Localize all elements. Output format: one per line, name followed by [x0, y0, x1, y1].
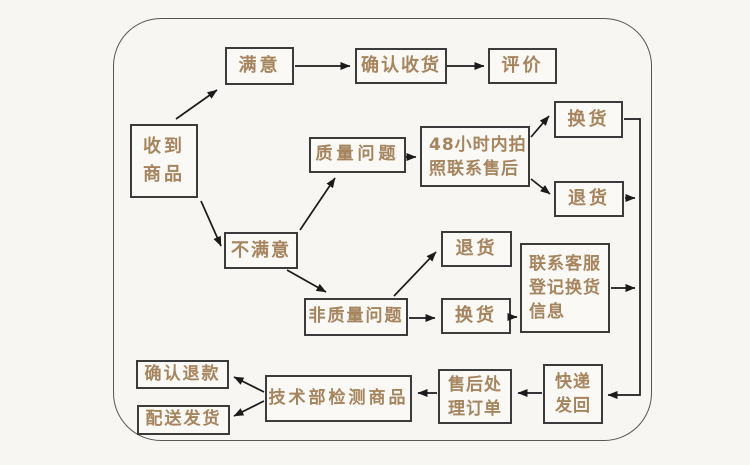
node-return-quality: 退货	[554, 181, 624, 217]
node-non-quality-issue: 非质量问题	[304, 298, 408, 336]
node-tech-dept-inspection: 技术部检测商品	[265, 375, 412, 422]
node-quality-issue: 质量问题	[309, 137, 406, 173]
node-aftersales-process-order: 售后处 理订单	[438, 369, 512, 424]
node-received-goods: 收到 商品	[130, 124, 198, 198]
node-satisfied: 满意	[225, 47, 294, 85]
node-return-nonquality: 退货	[441, 231, 512, 267]
node-exchange-nonquality: 换货	[441, 298, 511, 334]
node-review: 评价	[488, 48, 557, 84]
node-contact-within-48h: 48小时内拍 照联系售后	[420, 126, 530, 187]
node-exchange-quality: 换货	[554, 101, 623, 138]
node-confirm-receipt: 确认收货	[355, 48, 447, 84]
node-contact-customer-service: 联系客服 登记换货 信息	[520, 243, 610, 333]
node-express-send-back: 快递 发回	[543, 364, 603, 424]
node-dispatch-shipment: 配送发货	[137, 405, 230, 435]
node-unsatisfied: 不满意	[224, 232, 298, 269]
node-confirm-refund: 确认退款	[136, 360, 229, 389]
